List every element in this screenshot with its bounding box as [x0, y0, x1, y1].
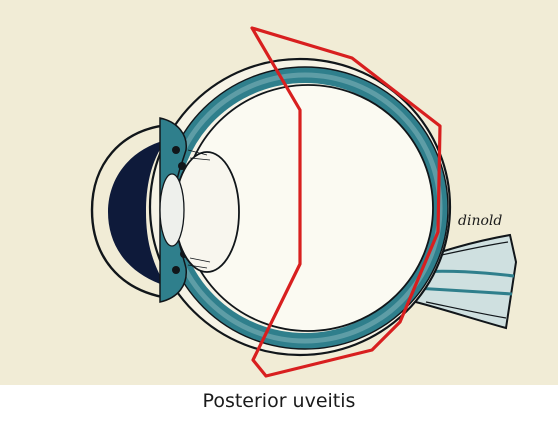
diagram-caption: Posterior uveitis [0, 390, 558, 412]
lens-anterior-capsule [160, 174, 184, 246]
artist-signature: dinold [458, 213, 502, 229]
